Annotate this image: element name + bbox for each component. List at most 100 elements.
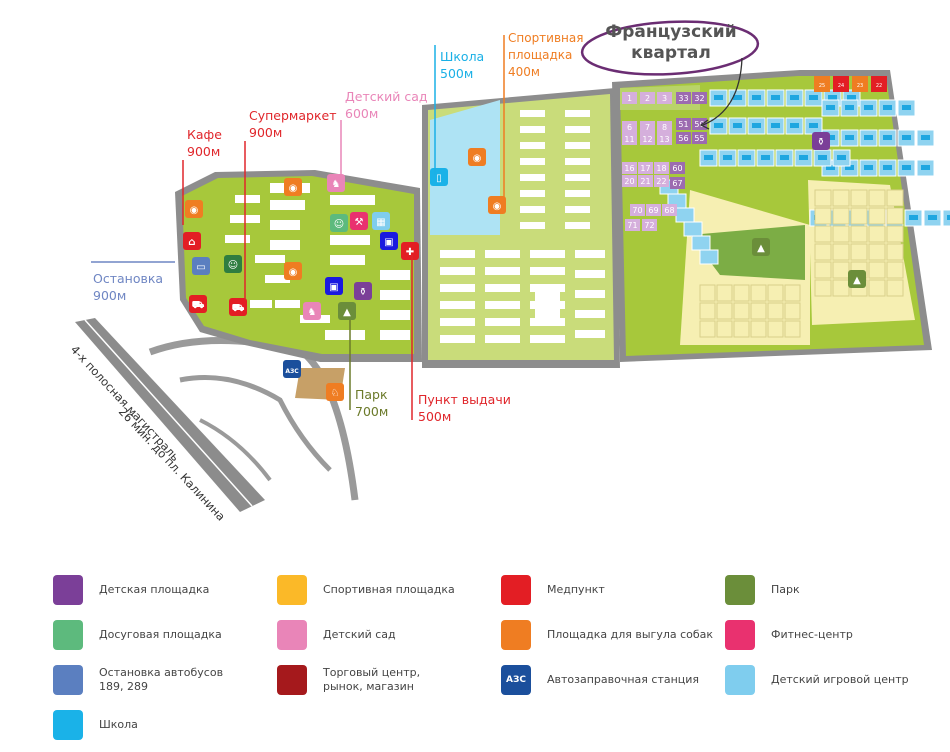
plot-25[interactable]: 25 <box>814 76 830 92</box>
svg-text:⚱: ⚱ <box>359 287 367 298</box>
bus-icon <box>53 665 83 695</box>
shopping-center-icon[interactable]: ▣ <box>380 232 398 250</box>
house-plot <box>832 279 850 297</box>
legend-label: Фитнес-центр <box>771 628 853 641</box>
title: Французский квартал <box>586 22 756 64</box>
plot-72[interactable]: 72 <box>642 219 657 231</box>
svg-text:68: 68 <box>664 206 674 215</box>
plot-7[interactable]: 7 <box>640 121 655 133</box>
plot-21[interactable]: 21 <box>638 175 653 187</box>
shopping-center-icon[interactable]: ▣ <box>325 277 343 295</box>
basketball-icon[interactable]: ◉ <box>468 148 486 166</box>
gas-station-icon[interactable]: АЗС <box>283 360 301 378</box>
svg-text:55: 55 <box>694 134 704 143</box>
bus-icon[interactable]: ▭ <box>192 257 210 275</box>
cart-icon <box>277 665 307 695</box>
playground-icon[interactable]: ⚱ <box>354 282 372 300</box>
svg-text:69: 69 <box>648 206 658 215</box>
cart-icon[interactable]: ⛟ <box>189 295 207 313</box>
svg-text:▲: ▲ <box>853 275 861 286</box>
building <box>380 290 410 300</box>
park-icon[interactable]: ▲ <box>848 270 866 288</box>
building <box>380 330 410 340</box>
plot-17[interactable]: 17 <box>638 162 653 174</box>
medical-cross-icon[interactable]: ✚ <box>401 242 419 260</box>
park-icon[interactable]: ▲ <box>338 302 356 320</box>
house-plot <box>868 225 886 243</box>
building <box>575 270 605 278</box>
leisure-icon[interactable]: ☺ <box>224 255 242 273</box>
plot-12[interactable]: 12 <box>640 133 655 145</box>
svg-text:51: 51 <box>678 120 688 129</box>
plot-70[interactable]: 70 <box>630 204 645 216</box>
plot-20[interactable]: 20 <box>622 175 637 187</box>
svg-text:20: 20 <box>624 177 634 186</box>
house-plot <box>814 207 832 225</box>
rocking-horse-icon[interactable]: ♞ <box>303 302 321 320</box>
plot-2[interactable]: 2 <box>640 92 655 104</box>
plot-56[interactable]: 56 <box>676 132 691 144</box>
building <box>255 255 285 263</box>
plot-33[interactable]: 33 <box>676 92 691 104</box>
building <box>520 126 545 133</box>
house-plot <box>814 225 832 243</box>
basketball-icon[interactable]: ◉ <box>488 196 506 214</box>
legend-label: Спортивная площадка <box>323 583 455 596</box>
plot-22[interactable]: 22 <box>871 76 887 92</box>
tree-icon <box>725 575 755 605</box>
shop-icon[interactable]: ⌂ <box>183 232 201 250</box>
plot-13[interactable]: 13 <box>657 133 672 145</box>
cart-icon[interactable]: ⛟ <box>229 298 247 316</box>
plot-50[interactable]: 50 <box>692 118 707 130</box>
plot-69[interactable]: 69 <box>646 204 661 216</box>
plot-67[interactable]: 67 <box>670 177 685 189</box>
townhouse <box>675 207 695 223</box>
building <box>575 310 605 318</box>
plot-51[interactable]: 51 <box>676 118 691 130</box>
plot-32[interactable]: 32 <box>692 92 707 104</box>
plot-68[interactable]: 68 <box>662 204 677 216</box>
plot-71[interactable]: 71 <box>625 219 640 231</box>
playground-icon[interactable]: ⚱ <box>812 132 830 150</box>
theater-masks-icon[interactable]: ☺ <box>330 214 348 232</box>
plot-16[interactable]: 16 <box>622 162 637 174</box>
plot-6[interactable]: 6 <box>622 121 637 133</box>
plot-24[interactable]: 24 <box>833 76 849 92</box>
plot-55[interactable]: 55 <box>692 132 707 144</box>
plot-3[interactable]: 3 <box>657 92 672 104</box>
house-plot <box>850 243 868 261</box>
school-icon[interactable]: ▯ <box>430 168 448 186</box>
basketball-icon[interactable]: ◉ <box>284 178 302 196</box>
building <box>520 222 545 229</box>
building <box>485 301 520 309</box>
rocking-horse-icon <box>277 620 307 650</box>
plot-60[interactable]: 60 <box>670 162 685 174</box>
building <box>270 240 300 250</box>
dog-icon[interactable]: ♘ <box>326 383 344 401</box>
cafe-icon[interactable]: ◉ <box>185 200 203 218</box>
fitness-icon[interactable]: ⚒ <box>350 212 368 230</box>
park-icon[interactable]: ▲ <box>752 238 770 256</box>
svg-text:71: 71 <box>627 221 637 230</box>
building <box>485 318 520 326</box>
rocking-horse-icon[interactable]: ♞ <box>327 174 345 192</box>
svg-text:◉: ◉ <box>493 201 502 212</box>
building <box>565 158 590 165</box>
plot-1[interactable]: 1 <box>622 92 637 104</box>
building <box>330 235 370 245</box>
plot-18[interactable]: 18 <box>654 162 669 174</box>
plot-23[interactable]: 23 <box>852 76 868 92</box>
plot-11[interactable]: 11 <box>622 133 637 145</box>
toy-blocks-icon[interactable]: ▦ <box>372 212 390 230</box>
plot-22[interactable]: 22 <box>654 175 669 187</box>
basketball-icon[interactable]: ◉ <box>284 262 302 280</box>
building <box>485 335 520 343</box>
house-plot <box>850 225 868 243</box>
house-plot <box>868 261 886 279</box>
plot-8[interactable]: 8 <box>657 121 672 133</box>
gas-station-icon: АЗС <box>501 665 531 695</box>
